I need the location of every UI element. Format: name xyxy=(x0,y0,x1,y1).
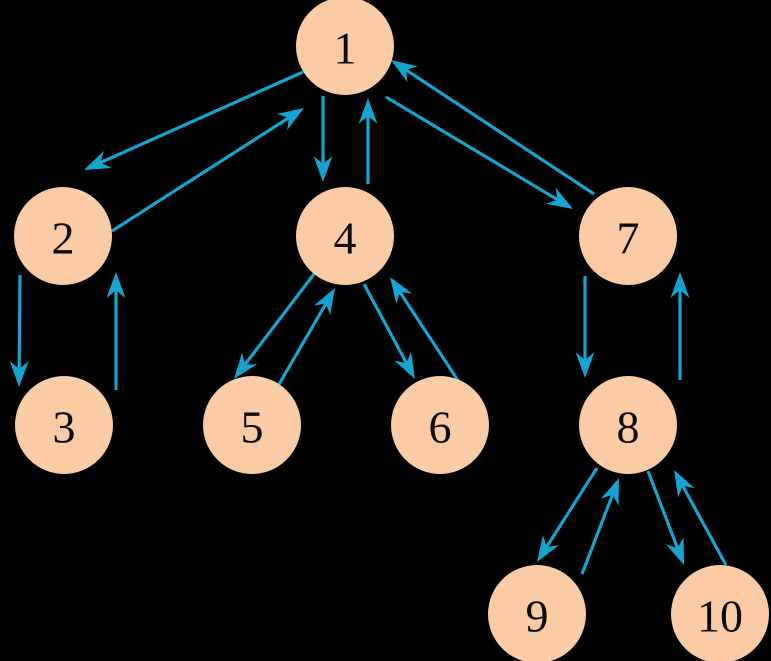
arrow-head-icon xyxy=(9,360,29,387)
edge-shaft xyxy=(680,483,728,566)
arrow-head-icon xyxy=(545,187,573,209)
node-label: 4 xyxy=(334,213,357,264)
node-label: 10 xyxy=(697,591,743,642)
arrow-head-icon xyxy=(313,156,333,182)
edge-shaft xyxy=(544,467,599,550)
graph-node-5[interactable]: 5 xyxy=(203,376,301,474)
node-circle[interactable] xyxy=(671,565,769,661)
arrow-head-icon xyxy=(391,60,418,83)
edge-shaft xyxy=(242,273,316,368)
node-label: 7 xyxy=(617,213,640,264)
node-label: 1 xyxy=(334,23,357,74)
graph-node-3[interactable]: 3 xyxy=(15,376,113,474)
node-circle[interactable] xyxy=(15,376,113,474)
graph-edge-8-to-9 xyxy=(537,467,599,562)
edge-shaft xyxy=(580,492,615,575)
edge-shaft xyxy=(111,115,292,233)
arrow-head-icon xyxy=(106,272,126,298)
node-label: 9 xyxy=(526,591,549,642)
graph-edge-1-to-2 xyxy=(84,70,304,170)
node-label: 2 xyxy=(52,213,75,264)
edge-shaft xyxy=(97,70,304,165)
node-circle[interactable] xyxy=(296,0,394,95)
arrow-head-icon xyxy=(670,272,690,298)
node-circle[interactable] xyxy=(579,187,677,285)
graph-edge-7-to-1 xyxy=(391,60,595,196)
arrow-head-icon xyxy=(313,288,335,316)
edge-shaft xyxy=(276,301,329,387)
arrow-head-icon xyxy=(234,352,258,379)
graph-edge-7-to-8 xyxy=(575,276,595,378)
graph-node-1[interactable]: 1 xyxy=(296,0,394,95)
graph-edge-9-to-8 xyxy=(580,478,619,575)
graph-edge-4-to-5 xyxy=(234,273,316,379)
edge-shaft xyxy=(403,67,595,196)
node-label: 8 xyxy=(617,402,640,453)
graph-edge-4-to-6 xyxy=(362,283,415,379)
node-label: 5 xyxy=(241,402,264,453)
arrow-head-icon xyxy=(674,470,695,498)
nodes-layer: 1 2 3 4 5 6 7 8 9 10 xyxy=(14,0,769,661)
node-circle[interactable] xyxy=(391,376,489,474)
edges-layer xyxy=(9,60,728,575)
edge-shaft xyxy=(362,283,409,366)
node-label: 6 xyxy=(429,402,452,453)
graph-edge-4-to-1 xyxy=(358,98,378,184)
graph-edge-6-to-4 xyxy=(390,277,461,383)
graph-node-10[interactable]: 10 xyxy=(671,565,769,661)
graph-node-9[interactable]: 9 xyxy=(488,565,586,661)
graph-edge-5-to-4 xyxy=(276,288,335,387)
edge-shaft xyxy=(397,289,461,383)
arrow-head-icon xyxy=(84,150,112,170)
arrow-head-icon xyxy=(600,478,619,506)
arrow-head-icon xyxy=(390,277,413,304)
node-circle[interactable] xyxy=(14,187,112,285)
edge-shaft xyxy=(17,274,22,372)
graph-edge-1-to-4 xyxy=(313,96,333,182)
graph-edge-8-to-10 xyxy=(646,470,684,565)
edge-shaft xyxy=(646,470,680,551)
graph-edge-2-to-3 xyxy=(9,274,29,387)
graph-edge-3-to-2 xyxy=(106,272,126,390)
graph-node-4[interactable]: 4 xyxy=(296,187,394,285)
node-circle[interactable] xyxy=(488,565,586,661)
graph-node-7[interactable]: 7 xyxy=(579,187,677,285)
graph-node-8[interactable]: 8 xyxy=(579,376,677,474)
node-circle[interactable] xyxy=(579,376,677,474)
arrow-head-icon xyxy=(575,352,595,378)
arrow-head-icon xyxy=(394,351,415,379)
arrow-head-icon xyxy=(665,537,684,565)
node-circle[interactable] xyxy=(296,187,394,285)
graph-edge-1-to-7 xyxy=(385,95,573,209)
arrow-head-icon xyxy=(276,108,304,131)
graph-edge-10-to-8 xyxy=(674,470,728,566)
arrow-head-icon xyxy=(537,534,559,562)
arrow-head-icon xyxy=(358,98,378,124)
node-label: 3 xyxy=(53,402,76,453)
node-circle[interactable] xyxy=(203,376,301,474)
edge-shaft xyxy=(385,95,561,203)
graph-edge-2-to-1 xyxy=(111,108,304,233)
graph-edge-8-to-7 xyxy=(670,272,690,380)
graph-node-2[interactable]: 2 xyxy=(14,187,112,285)
graph-node-6[interactable]: 6 xyxy=(391,376,489,474)
